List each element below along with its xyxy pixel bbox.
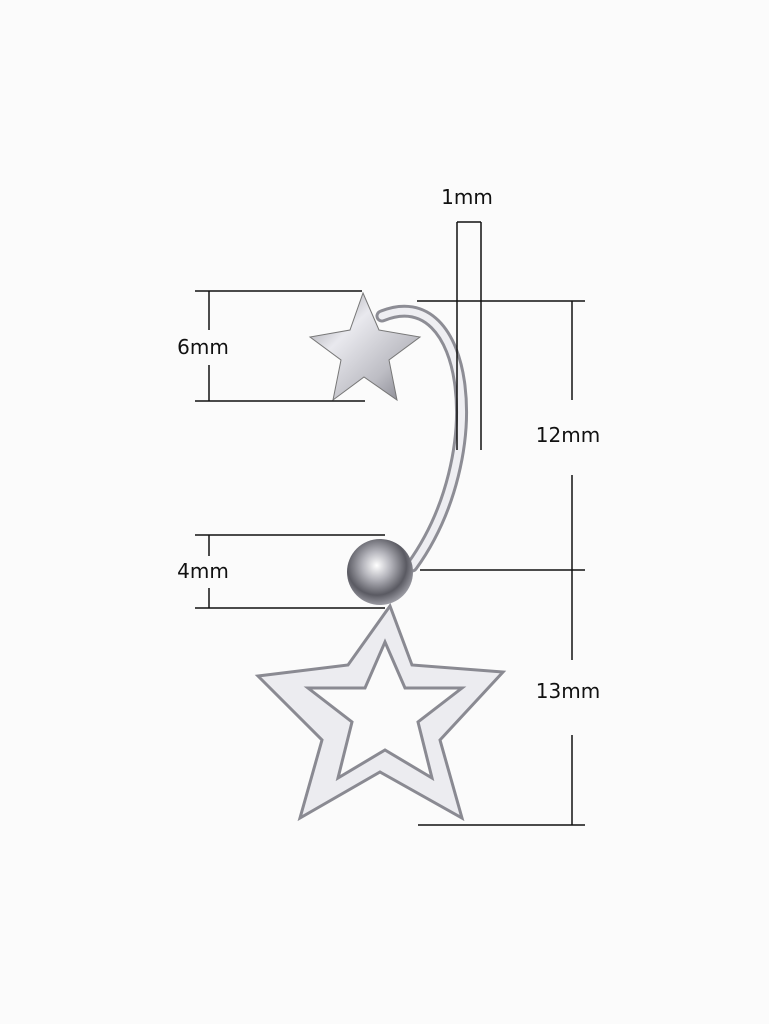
dimension-lines <box>195 221 585 826</box>
bar-length-label: 12mm <box>535 423 601 447</box>
pendant-star <box>254 602 507 822</box>
pendant-star-size-label: 13mm <box>535 679 601 703</box>
ball-size-label: 4mm <box>177 559 229 583</box>
bar-thickness-label: 1mm <box>441 185 493 209</box>
top-star <box>308 291 422 402</box>
ball <box>347 539 413 605</box>
top-star-size-label: 6mm <box>177 335 229 359</box>
